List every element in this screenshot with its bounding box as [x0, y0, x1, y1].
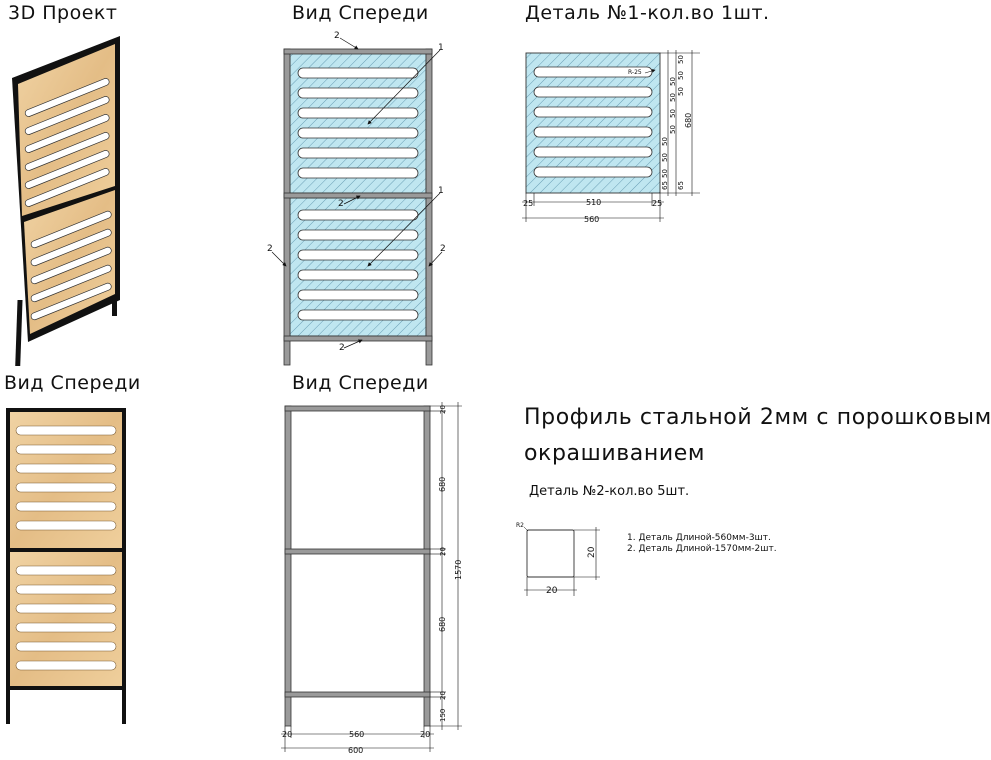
callout-2-top: 2: [334, 31, 340, 41]
frame-dim-total-height: 1570: [454, 560, 463, 580]
frame-dim-top: 20: [439, 405, 447, 414]
chain-4: 50: [669, 125, 677, 134]
title-detail-1: Деталь №1-кол.во 1шт.: [525, 2, 770, 24]
chain-0: 65: [661, 181, 669, 190]
front-view-frame: 20 680 20 680 20 150 1570 20 560 20 600: [281, 402, 463, 755]
detail-1-drawing: R-25 25 510 25 560 65 50 50 50 50: [522, 50, 700, 224]
detail-1-dim-slot: 510: [586, 198, 601, 207]
detail-1-radius: R-25: [628, 69, 642, 76]
title-front-view-top: Вид Спереди: [292, 2, 429, 24]
callout-2-bottom: 2: [339, 343, 345, 353]
detail-1-dim-height: 680: [684, 113, 693, 128]
callout-2-left: 2: [267, 244, 273, 254]
frame-dim-inner-width: 560: [349, 730, 364, 739]
bare-post-left: [284, 405, 292, 727]
detail-1-dim-right: 25: [652, 199, 662, 208]
frame-dim-bottom-rail: 20: [439, 691, 447, 700]
title-profile-line2: окрашиванием: [524, 441, 706, 466]
callout-2-middle: 2: [338, 199, 344, 209]
profile-section: R2 20 20: [516, 522, 600, 596]
wood-slots-bottom: [15, 565, 117, 671]
bare-post-right: [423, 405, 431, 727]
frame-dim-total-width: 600: [348, 746, 363, 755]
title-profile-line1: Профиль стальной 2мм с порошковым: [524, 405, 991, 430]
profile-square: [526, 529, 575, 578]
front-view-hatched: 1 1 2 2 2 2 2: [267, 31, 446, 366]
detail-1-slots: [533, 66, 653, 178]
frame-dim-leg: 150: [439, 709, 447, 722]
chain-11: 65: [677, 181, 685, 190]
chain-8: 50: [677, 87, 685, 96]
chain-9: 50: [677, 71, 685, 80]
title-front-view-frame: Вид Спереди: [292, 372, 429, 394]
slots-top: [297, 67, 419, 179]
frame-dim-left-post: 20: [282, 730, 292, 739]
wood-leg-left: [6, 690, 10, 724]
bare-rail-bottom: [284, 691, 431, 698]
frame-rail-bottom: [283, 335, 433, 342]
3d-slots-bottom: [30, 210, 112, 321]
profile-dim-height: 20: [587, 546, 597, 558]
chain-3: 50: [661, 137, 669, 146]
frame-post-right: [425, 48, 433, 366]
front-view-wood: [6, 408, 126, 724]
3d-leg-left: [15, 300, 23, 366]
3d-leg-right: [112, 296, 117, 316]
wood-leg-right: [122, 690, 126, 724]
profile-radius: R2: [516, 522, 524, 529]
note-line-2: 2. Деталь Длиной-1570мм-2шт.: [627, 544, 777, 554]
callout-1-bottom: 1: [438, 186, 444, 196]
detail-1-dim-total-width: 560: [584, 215, 599, 224]
chain-1: 50: [661, 169, 669, 178]
title-3d-project: 3D Проект: [8, 2, 118, 24]
frame-rail-top: [283, 48, 433, 55]
callout-1-top: 1: [438, 43, 444, 53]
detail-1-vertical-chain: 65 50 50 50 50 50 50 50 50 50 50 65: [661, 55, 685, 190]
frame-dim-mid: 20: [439, 547, 447, 556]
frame-dim-right-post: 20: [420, 730, 430, 739]
frame-dim-section2: 680: [438, 617, 447, 632]
project-3d-view: [12, 36, 120, 366]
chain-2: 50: [661, 153, 669, 162]
note-line-1: 1. Деталь Длиной-560мм-3шт.: [627, 533, 771, 543]
frame-post-left: [283, 48, 291, 366]
frame-dim-section1: 680: [438, 477, 447, 492]
chain-7: 50: [669, 77, 677, 86]
3d-slots-top: [24, 78, 110, 207]
wood-slots-top: [15, 425, 117, 531]
chain-6: 50: [669, 93, 677, 102]
chain-10: 50: [677, 55, 685, 64]
title-detail-2: Деталь №2-кол.во 5шт.: [529, 484, 690, 499]
slots-bottom: [297, 209, 419, 321]
detail-1-dim-left: 25: [523, 199, 533, 208]
bare-rail-middle: [284, 548, 431, 555]
profile-dim-width: 20: [546, 586, 558, 596]
title-front-view-wood: Вид Спереди: [4, 372, 141, 394]
bare-rail-top: [284, 405, 431, 412]
chain-5: 50: [669, 109, 677, 118]
callout-2-right: 2: [440, 244, 446, 254]
